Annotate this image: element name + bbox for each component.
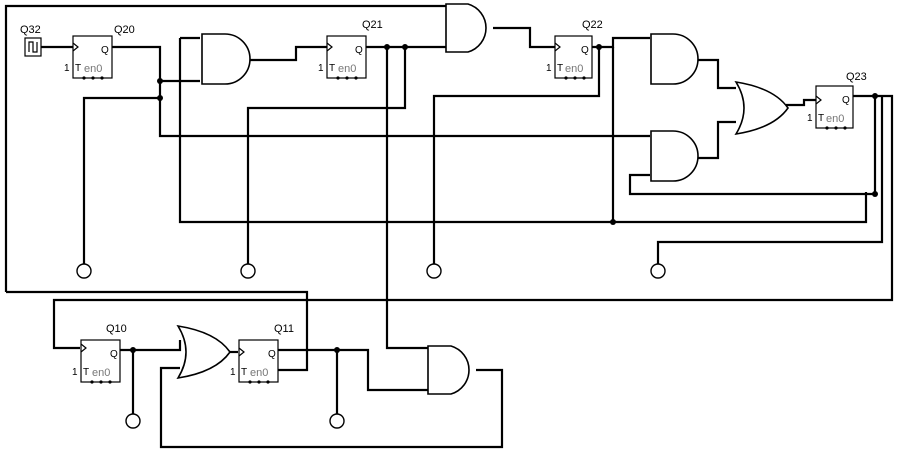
- junction-dot: [334, 347, 340, 353]
- flip-flop[interactable]: Q 1 T en0 Q10: [72, 323, 127, 384]
- ff-label: Q11: [274, 323, 294, 335]
- clock-edge-icon: [326, 42, 333, 52]
- ff-q-pin: Q: [581, 45, 589, 56]
- ff-one-pin: 1: [318, 63, 324, 74]
- clock-edge-icon: [72, 42, 79, 52]
- output-led[interactable]: [650, 263, 666, 279]
- ff-q-pin: Q: [355, 45, 363, 56]
- and-gate[interactable]: [201, 33, 251, 85]
- junction-dot: [872, 191, 878, 197]
- clock-edge-icon: [554, 42, 561, 52]
- ff-enable-pin: en0: [826, 113, 844, 125]
- ff-enable-pin: en0: [565, 63, 583, 75]
- ff-one-pin: 1: [72, 367, 78, 378]
- output-led[interactable]: [329, 413, 345, 429]
- gates: [176, 3, 789, 395]
- ff-label: Q21: [362, 19, 383, 31]
- ff-one-pin: 1: [230, 367, 236, 378]
- ff-enable-pin: en0: [92, 367, 110, 379]
- ff-q-pin: Q: [101, 45, 109, 56]
- ff-label: Q22: [582, 19, 603, 31]
- flip-flop[interactable]: Q 1 T en0 Q22: [546, 19, 603, 80]
- clock-edge-icon: [80, 343, 87, 353]
- and-gate[interactable]: [427, 345, 470, 395]
- ff-q-pin: Q: [842, 95, 850, 106]
- ff-label: Q20: [114, 24, 135, 36]
- junction-dot: [157, 95, 163, 101]
- ff-t-pin: T: [329, 63, 335, 74]
- ff-t-pin: T: [557, 63, 563, 74]
- and-gate[interactable]: [445, 3, 487, 53]
- junction-dot: [384, 44, 390, 50]
- ff-label: Q10: [106, 323, 127, 335]
- junction-dot: [872, 93, 878, 99]
- flip-flop[interactable]: Q 1 T en0 Q23: [807, 71, 867, 130]
- output-leds: [76, 263, 666, 429]
- ff-enable-pin: en0: [338, 63, 356, 75]
- ff-t-pin: T: [83, 367, 89, 378]
- junction-dot: [157, 78, 163, 84]
- ff-q-pin: Q: [268, 349, 276, 360]
- junctions: [130, 44, 878, 353]
- junction-dot: [610, 219, 616, 225]
- ff-t-pin: T: [818, 113, 824, 124]
- output-led[interactable]: [426, 263, 442, 279]
- output-led[interactable]: [76, 263, 92, 279]
- or-gate[interactable]: [734, 80, 789, 136]
- clock-edge-icon: [238, 347, 245, 357]
- junction-dot: [402, 44, 408, 50]
- clock-wave-icon: [28, 41, 38, 53]
- and-gate[interactable]: [650, 130, 699, 182]
- clock-edge-icon: [815, 95, 822, 105]
- ff-one-pin: 1: [64, 63, 70, 74]
- ff-t-pin: T: [75, 63, 81, 74]
- junction-dot: [596, 44, 602, 50]
- output-led[interactable]: [125, 413, 141, 429]
- ff-enable-pin: en0: [250, 367, 268, 379]
- junction-dot: [130, 347, 136, 353]
- ff-label: Q23: [846, 71, 867, 83]
- flip-flop[interactable]: Q 1 T en0 Q21: [318, 19, 383, 80]
- and-gate[interactable]: [650, 33, 699, 85]
- ff-one-pin: 1: [546, 63, 552, 74]
- ff-q-pin: Q: [110, 349, 118, 360]
- ff-one-pin: 1: [807, 113, 813, 124]
- output-led[interactable]: [240, 263, 256, 279]
- ff-enable-pin: en0: [84, 63, 102, 75]
- flip-flop[interactable]: Q 1 T en0 Q20: [64, 24, 135, 80]
- clock-label: Q32: [20, 24, 41, 36]
- clock-source[interactable]: Q32: [20, 24, 42, 57]
- flip-flop[interactable]: Q 1 T en0 Q11: [230, 323, 294, 384]
- or-gate[interactable]: [176, 324, 231, 380]
- ff-t-pin: T: [241, 367, 247, 378]
